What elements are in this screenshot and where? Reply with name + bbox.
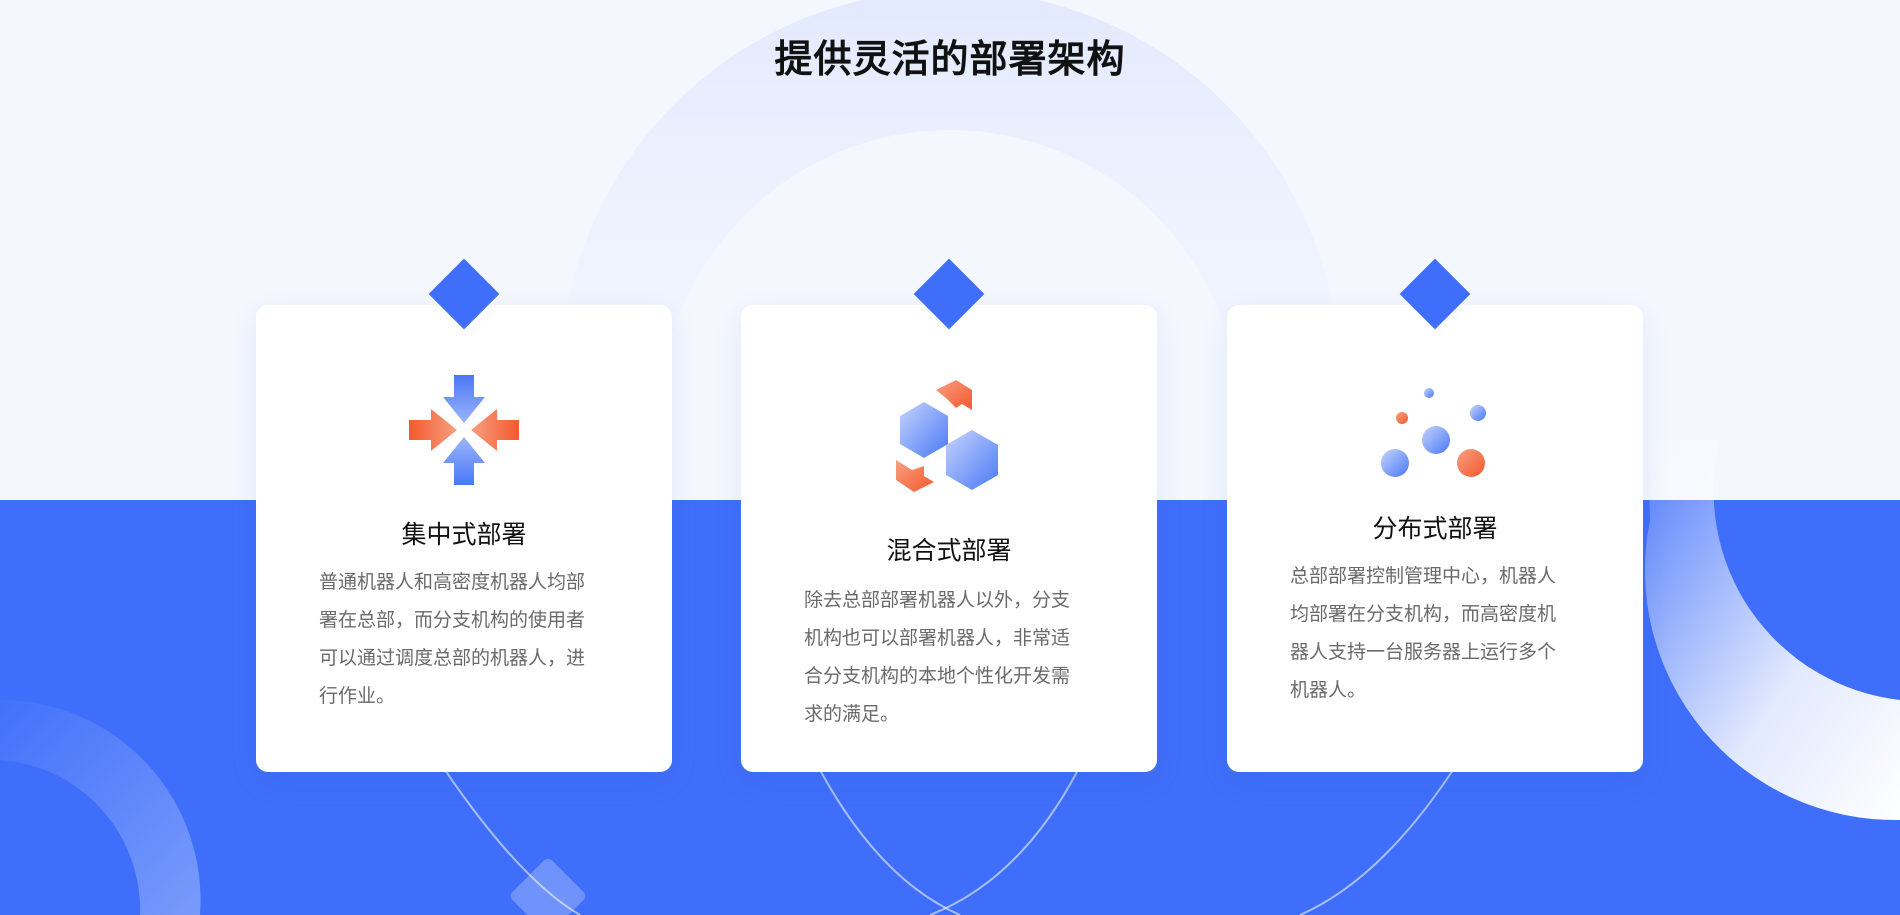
card-title: 集中式部署 (401, 520, 527, 549)
card-desc-line: 机器人。 (1290, 679, 1367, 701)
card-desc-line: 器人支持一台服务器上运行多个 (1290, 641, 1557, 663)
card-description: 总部部署控制管理中心，机器人 均部署在分支机构，而高密度机 器人支持一台服务器上… (1290, 557, 1580, 709)
card-centralized-deployment: 集中式部署 普通机器人和高密度机器人均部 署在总部，而分支机构的使用者 可以通过… (256, 258, 672, 772)
card-desc-line: 合分支机构的本地个性化开发需 (804, 665, 1071, 687)
card-description: 普通机器人和高密度机器人均部 署在总部，而分支机构的使用者 可以通过调度总部的机… (319, 563, 609, 715)
hybrid-hexagons-icon (896, 380, 998, 492)
card-description: 除去总部部署机器人以外，分支 机构也可以部署机器人，非常适 合分支机构的本地个性… (804, 581, 1094, 733)
card-desc-line: 总部部署控制管理中心，机器人 (1290, 565, 1557, 587)
card-desc-line: 求的满足。 (804, 703, 900, 725)
card-desc-line: 均部署在分支机构，而高密度机 (1290, 603, 1557, 625)
card-distributed-deployment: 分布式部署 总部部署控制管理中心，机器人 均部署在分支机构，而高密度机 器人支持… (1227, 258, 1643, 772)
card-desc-line: 普通机器人和高密度机器人均部 (319, 571, 586, 593)
section-title: 提供灵活的部署架构 (774, 37, 1126, 81)
card-desc-line: 除去总部部署机器人以外，分支 (804, 589, 1071, 611)
card-desc-line: 可以通过调度总部的机器人，进 (319, 647, 586, 669)
card-title: 混合式部署 (886, 536, 1012, 565)
card-desc-line: 署在总部，而分支机构的使用者 (319, 609, 586, 631)
card-title: 分布式部署 (1372, 514, 1498, 543)
card-desc-line: 行作业。 (319, 685, 396, 707)
centralized-arrows-icon (409, 375, 519, 485)
distributed-dots-icon (1381, 388, 1486, 477)
card-hybrid-deployment: 混合式部署 除去总部部署机器人以外，分支 机构也可以部署机器人，非常适 合分支机… (741, 258, 1157, 772)
card-desc-line: 机构也可以部署机器人，非常适 (804, 627, 1071, 649)
